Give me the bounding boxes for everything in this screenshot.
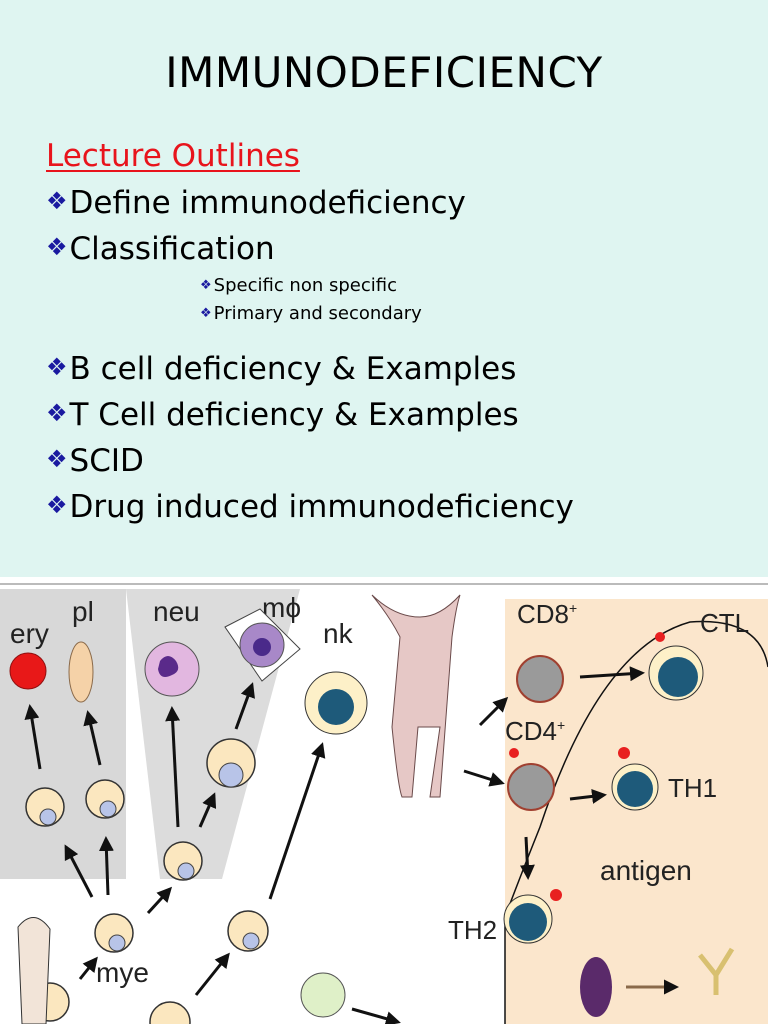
diamond-bullet-icon: ❖ <box>46 353 68 381</box>
bone-icon <box>17 917 51 1024</box>
list-item: ❖Classification <box>46 226 574 272</box>
nk-label: nk <box>323 618 354 649</box>
plasma-cell-icon <box>580 957 612 1017</box>
diamond-bullet-icon: ❖ <box>46 491 68 519</box>
list-item-text: Primary and secondary <box>213 303 422 324</box>
th2-label: TH2 <box>448 915 497 945</box>
tissue-cell-icon <box>371 594 461 798</box>
list-item-text: Specific non specific <box>213 275 397 296</box>
sub-list-item: ❖Primary and secondary <box>200 300 574 328</box>
cd8-cell-icon <box>516 655 564 703</box>
platelet-icon <box>68 641 94 703</box>
gray-panel <box>0 589 126 879</box>
list-item-text: Define immunodeficiency <box>69 185 466 221</box>
list-item: ❖T Cell deficiency & Examples <box>46 392 574 438</box>
diamond-bullet-icon: ❖ <box>46 445 68 473</box>
list-item: ❖B cell deficiency & Examples <box>46 346 574 392</box>
list-item: ❖Drug induced immunodeficiency <box>46 484 574 530</box>
diamond-bullet-icon: ❖ <box>46 399 68 427</box>
cd4-cell-icon <box>507 763 555 811</box>
lymphoid-progenitor <box>300 972 346 1018</box>
outline-heading: Lecture Outlines <box>46 138 300 174</box>
antigen-label: antigen <box>600 855 692 886</box>
list-item-text: B cell deficiency & Examples <box>69 351 517 387</box>
diamond-bullet-icon: ❖ <box>200 278 212 293</box>
ctl-label: CTL <box>700 608 749 638</box>
ery-label: ery <box>10 618 49 649</box>
list-item: ❖Define immunodeficiency <box>46 180 574 226</box>
list-item-text: Classification <box>69 231 275 267</box>
pl-label: pl <box>72 596 94 627</box>
outline-list: ❖Define immunodeficiency ❖Classification… <box>46 180 574 530</box>
cell-diagram: ery pl neu mϕ nk CD8+ CD4+ CTL TH1 antig… <box>0 583 768 1024</box>
antibody-icon <box>698 947 735 995</box>
sub-list-item: ❖Specific non specific <box>200 272 574 300</box>
mye-label: mye <box>96 957 149 988</box>
cd8-label: CD8+ <box>517 599 577 629</box>
diamond-bullet-icon: ❖ <box>200 306 212 321</box>
hematopoiesis-figure: ery pl neu mϕ nk CD8+ CD4+ CTL TH1 antig… <box>0 577 768 1024</box>
diamond-bullet-icon: ❖ <box>46 233 68 261</box>
erythrocyte-icon <box>9 652 47 690</box>
page-title: IMMUNODEFICIENCY <box>165 48 603 97</box>
list-item-text: T Cell deficiency & Examples <box>69 397 519 433</box>
progenitor-cell <box>149 1001 191 1024</box>
diamond-bullet-icon: ❖ <box>46 187 68 215</box>
th1-label: TH1 <box>668 773 717 803</box>
cd4-label: CD4+ <box>505 716 565 746</box>
list-item-text: Drug induced immunodeficiency <box>69 489 574 525</box>
neu-label: neu <box>153 596 200 627</box>
list-item: ❖SCID <box>46 438 574 484</box>
list-item-text: SCID <box>69 443 144 479</box>
